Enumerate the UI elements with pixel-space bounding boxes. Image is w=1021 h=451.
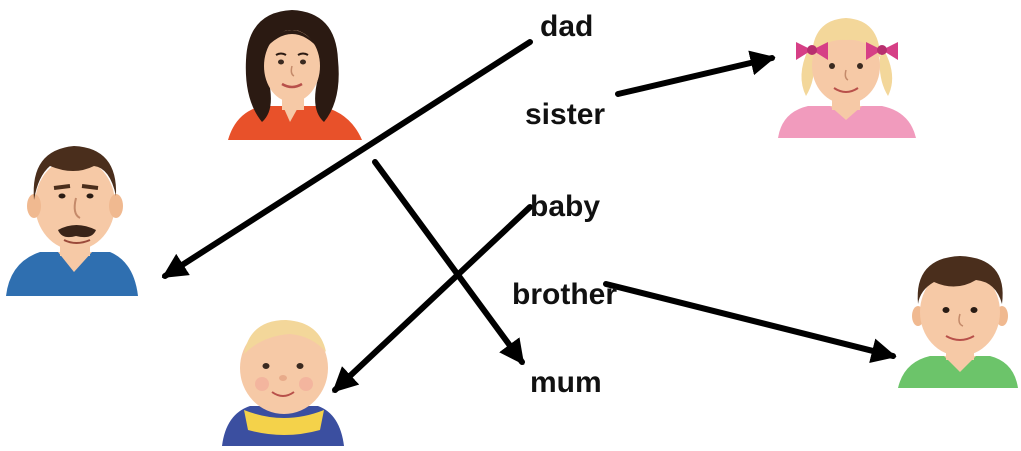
dad-portrait — [6, 146, 138, 296]
arrow-baby — [332, 204, 533, 393]
word-mum: mum — [530, 366, 602, 399]
word-sister: sister — [525, 98, 606, 131]
brother-portrait — [898, 256, 1018, 388]
baby-portrait — [222, 320, 344, 446]
arrow-sister — [615, 50, 776, 97]
word-baby: baby — [530, 190, 601, 223]
mum-portrait — [228, 10, 362, 140]
arrow-dad — [161, 39, 533, 279]
word-brother: brother — [512, 278, 617, 311]
arrow-mum — [372, 159, 525, 366]
word-dad: dad — [540, 10, 594, 43]
sister-portrait — [778, 18, 916, 138]
arrow-brother — [603, 281, 897, 364]
